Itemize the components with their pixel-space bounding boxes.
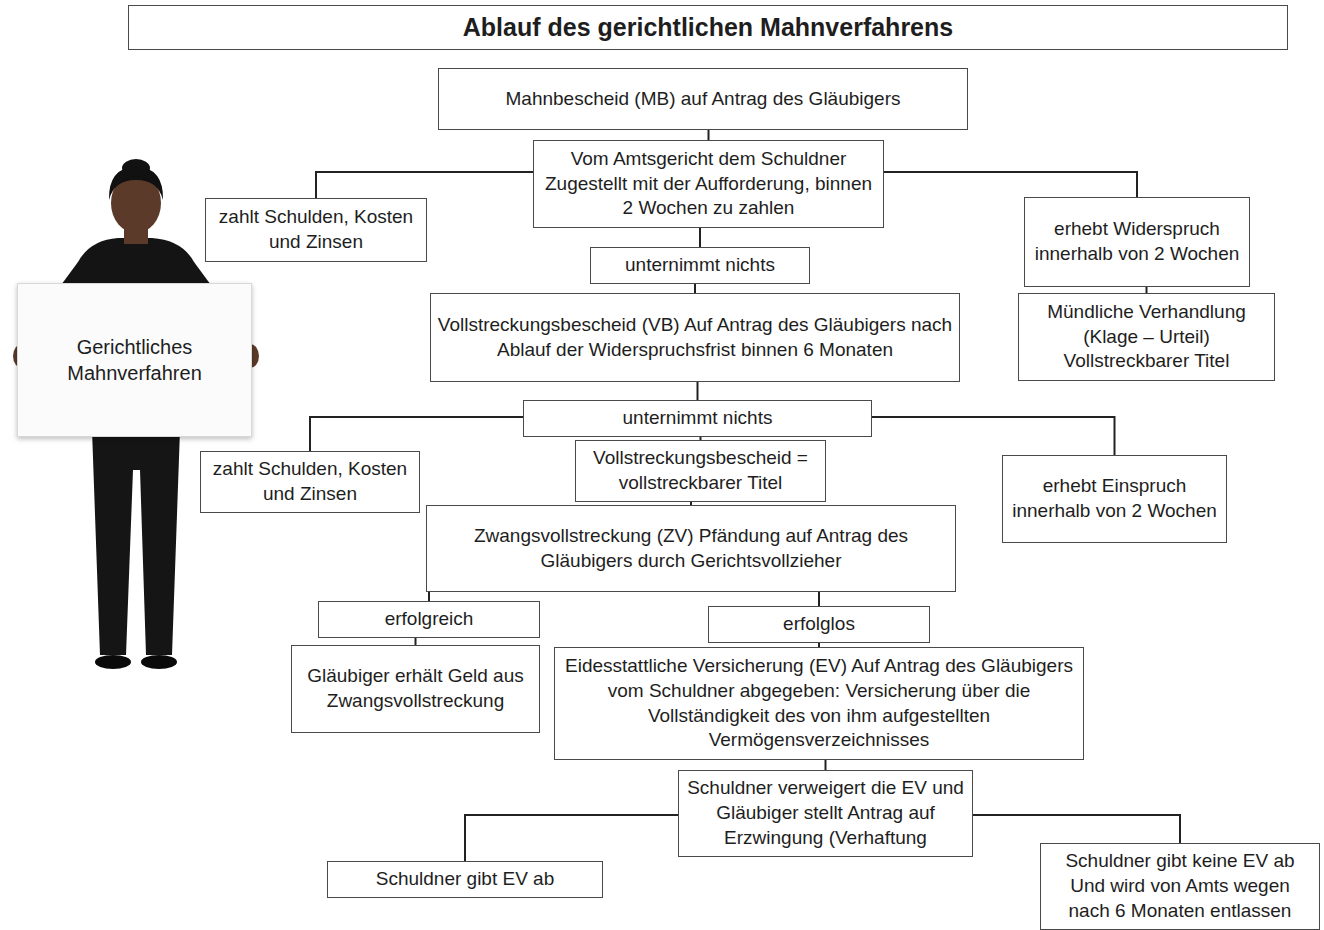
connector-path	[825, 760, 827, 770]
box-text: Eidesstattliche Versicherung (EV) Auf An…	[561, 654, 1077, 753]
connector-path	[415, 638, 417, 645]
box-text: Schuldner gibt EV ab	[376, 867, 555, 892]
connector-line	[697, 382, 698, 400]
process-box: unternimmt nichts	[523, 400, 872, 437]
box-text: Vollstreckungsbescheid (VB) Auf Antrag d…	[437, 313, 953, 362]
connector-path	[428, 592, 430, 601]
box-text: Mahnbescheid (MB) auf Antrag des Gläubig…	[506, 87, 901, 112]
process-box: zahlt Schulden, Kosten und Zinsen	[205, 198, 427, 262]
box-text: erfolglos	[783, 612, 855, 637]
process-box: Schuldner gibt keine EV ab Und wird von …	[1040, 843, 1320, 930]
box-text: Vom Amtsgericht dem Schuldner Zugestellt…	[540, 147, 877, 221]
box-text: zahlt Schulden, Kosten und Zinsen	[207, 457, 413, 506]
connector-line	[973, 815, 1180, 843]
box-text: unternimmt nichts	[625, 253, 775, 278]
sign-text: Gerichtliches Mahnverfahren	[24, 334, 245, 386]
connector-line	[708, 130, 709, 140]
connector-path	[697, 382, 699, 400]
box-text: Gläubiger erhält Geld aus Zwangsvollstre…	[298, 664, 533, 713]
connector-path	[694, 284, 696, 293]
connector-line	[825, 760, 826, 770]
connector-path	[699, 228, 701, 247]
process-box: erfolgreich	[318, 601, 540, 638]
connector-path	[465, 815, 678, 861]
connector-line	[884, 172, 1137, 197]
connector-line	[429, 592, 430, 601]
connector-path	[818, 592, 820, 606]
connector-line	[310, 417, 523, 451]
title-text: Ablauf des gerichtlichen Mahnverfahrens	[463, 13, 953, 42]
process-box: zahlt Schulden, Kosten und Zinsen	[200, 451, 420, 513]
process-box: Vom Amtsgericht dem Schuldner Zugestellt…	[533, 140, 884, 228]
connector-path	[872, 417, 1115, 455]
box-text: zahlt Schulden, Kosten und Zinsen	[212, 205, 420, 254]
box-text: Vollstreckungsbescheid = vollstreckbarer…	[582, 446, 819, 495]
box-text: erhebt Widerspruch innerhalb von 2 Woche…	[1031, 217, 1243, 266]
process-box: erfolglos	[708, 606, 930, 643]
box-text: erfolgreich	[385, 607, 474, 632]
box-text: Mündliche Verhandlung (Klage – Urteil) V…	[1025, 300, 1268, 374]
connector-line	[695, 284, 696, 293]
process-box: Mündliche Verhandlung (Klage – Urteil) V…	[1018, 293, 1275, 381]
connector-line	[819, 592, 820, 606]
box-text: Schuldner gibt keine EV ab Und wird von …	[1047, 849, 1313, 923]
title-box: Ablauf des gerichtlichen Mahnverfahrens	[128, 5, 1288, 50]
held-sign: Gerichtliches Mahnverfahren	[17, 283, 252, 437]
box-text: unternimmt nichts	[623, 406, 773, 431]
connector-line	[872, 417, 1115, 455]
process-box: erhebt Einspruch innerhalb von 2 Wochen	[1002, 455, 1227, 543]
box-text: Zwangsvollstreckung (ZV) Pfändung auf An…	[433, 524, 949, 573]
process-box: erhebt Widerspruch innerhalb von 2 Woche…	[1024, 197, 1250, 287]
connector-path	[708, 130, 710, 140]
process-box: Mahnbescheid (MB) auf Antrag des Gläubig…	[438, 68, 968, 130]
connector-path	[316, 172, 533, 198]
connector-line	[465, 815, 678, 861]
connector-line	[415, 638, 416, 645]
connector-line	[700, 228, 701, 247]
connector-line	[316, 172, 533, 198]
connector-path	[884, 172, 1137, 197]
connector-path	[310, 417, 523, 451]
process-box: Gläubiger erhält Geld aus Zwangsvollstre…	[291, 645, 540, 733]
process-box: unternimmt nichts	[590, 247, 810, 284]
box-text: erhebt Einspruch innerhalb von 2 Wochen	[1009, 474, 1220, 523]
box-text: Schuldner verweigert die EV und Gläubige…	[685, 776, 966, 850]
connector-path	[973, 815, 1180, 843]
process-box: Vollstreckungsbescheid (VB) Auf Antrag d…	[430, 293, 960, 382]
process-box: Vollstreckungsbescheid = vollstreckbarer…	[575, 440, 826, 502]
process-box: Schuldner gibt EV ab	[327, 861, 603, 898]
process-box: Eidesstattliche Versicherung (EV) Auf An…	[554, 647, 1084, 760]
process-box: Schuldner verweigert die EV und Gläubige…	[678, 770, 973, 857]
process-box: Zwangsvollstreckung (ZV) Pfändung auf An…	[426, 505, 956, 592]
